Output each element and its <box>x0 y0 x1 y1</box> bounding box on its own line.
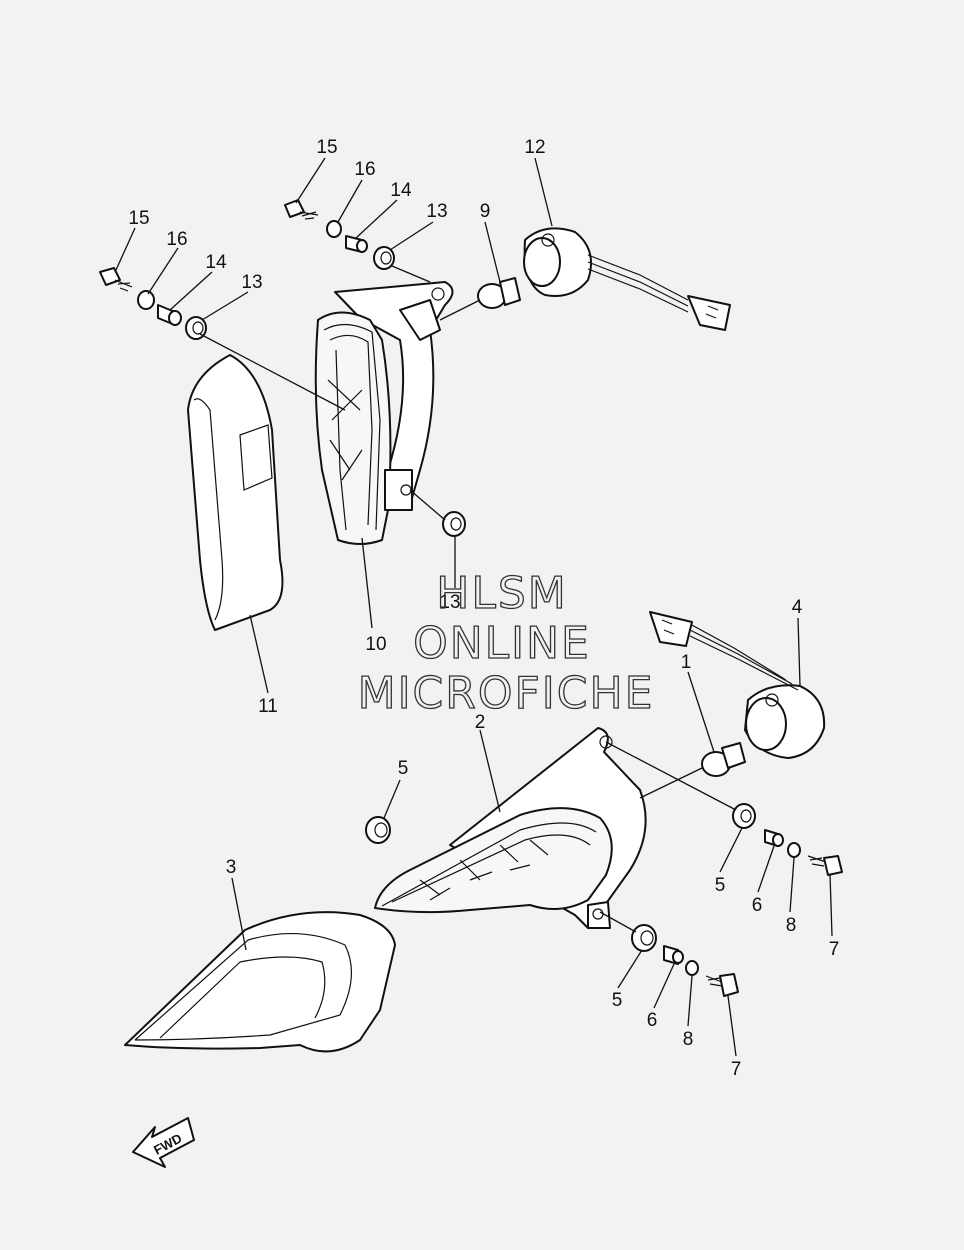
callout-labels: 15 16 14 13 15 16 14 13 9 12 10 11 13 4 … <box>128 137 839 1080</box>
grommet-part-5-upper <box>732 803 756 829</box>
callout-7-upper: 7 <box>829 939 840 960</box>
bulb-part-9 <box>477 277 521 309</box>
washer-part-8-upper <box>787 842 801 858</box>
grommet-part-5-left <box>365 816 391 844</box>
callout-15-right: 15 <box>316 137 337 158</box>
callout-5-lower: 5 <box>612 990 623 1011</box>
callout-10: 10 <box>365 634 386 655</box>
callout-13-bottom: 13 <box>439 592 460 613</box>
callout-6-upper: 6 <box>752 895 763 916</box>
callout-4: 4 <box>792 597 803 618</box>
callout-7-lower: 7 <box>731 1059 742 1080</box>
grommet-part-13-left <box>185 316 207 340</box>
socket-cord-part-4 <box>649 611 826 759</box>
watermark-line-2: ONLINE <box>413 618 591 669</box>
washer-part-16-left <box>137 290 155 310</box>
washer-part-8-lower <box>685 960 699 976</box>
callout-12: 12 <box>524 137 545 158</box>
grommet-part-5-lower <box>631 924 657 952</box>
callout-3: 3 <box>226 857 237 878</box>
callout-9: 9 <box>480 201 491 222</box>
assembly-line-upper <box>199 265 481 521</box>
leader-lines <box>115 157 833 1057</box>
turn-signal-housing-part-10 <box>314 281 454 545</box>
callout-2: 2 <box>475 712 486 733</box>
watermark-line-1: HLSM <box>436 568 568 619</box>
bulb-part-1 <box>701 742 746 777</box>
grommet-part-13-bottom <box>442 511 466 537</box>
callout-5-left: 5 <box>398 758 409 779</box>
callout-16-right: 16 <box>354 159 375 180</box>
bolt-part-7-lower <box>705 973 739 997</box>
callout-14-right: 14 <box>390 180 412 201</box>
callout-8-upper: 8 <box>786 915 797 936</box>
callout-8-lower: 8 <box>683 1029 694 1050</box>
watermark-line-3: MICROFICHE <box>358 668 655 719</box>
turn-signal-housing-part-2 <box>374 727 647 929</box>
callout-5-upper: 5 <box>715 875 726 896</box>
grommet-part-13-right <box>373 246 395 270</box>
bolt-part-7-upper <box>807 855 843 876</box>
forward-direction-arrow-icon: FWD <box>132 1117 195 1168</box>
watermark: HLSM ONLINE MICROFICHE <box>357 567 655 719</box>
screw-part-15-left <box>99 267 133 292</box>
callout-6-lower: 6 <box>647 1010 658 1031</box>
socket-cord-part-12 <box>523 227 731 331</box>
collar-part-14-right <box>345 235 368 253</box>
collar-part-6-upper <box>764 829 784 847</box>
collar-part-14-left <box>157 304 182 326</box>
callout-11: 11 <box>258 696 278 717</box>
callout-13-right: 13 <box>426 201 447 222</box>
lens-cover-part-3 <box>124 911 396 1053</box>
collar-part-6-lower <box>663 945 684 965</box>
lens-cover-part-11 <box>187 354 284 631</box>
callout-13-left: 13 <box>241 272 262 293</box>
screw-part-15-right <box>284 199 319 220</box>
callout-14-left: 14 <box>205 252 227 273</box>
callout-15-left: 15 <box>128 208 149 229</box>
callout-16-left: 16 <box>166 229 187 250</box>
callout-1: 1 <box>681 652 692 673</box>
washer-part-16-right <box>326 220 342 238</box>
assembly-line-lower <box>599 741 737 933</box>
